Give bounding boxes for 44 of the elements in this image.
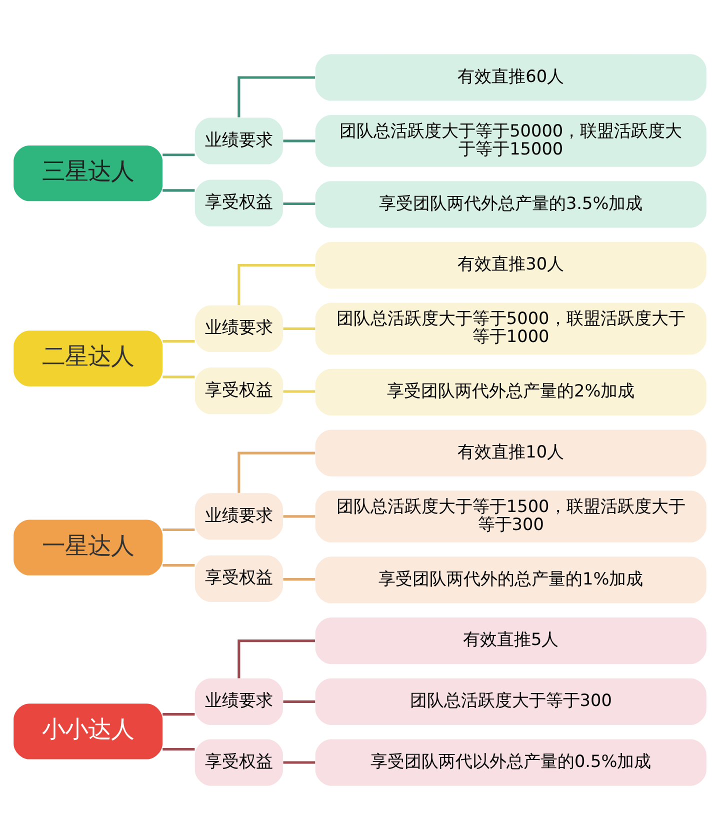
connector — [283, 761, 316, 764]
node-box: 三星达人 — [14, 145, 163, 202]
connector — [238, 640, 316, 678]
node-box: 有效直推10人 — [315, 430, 706, 476]
connector — [283, 515, 316, 518]
connector — [283, 700, 316, 703]
connector — [162, 189, 195, 192]
node-box: 有效直推5人 — [315, 617, 706, 664]
node-box: 团队总活跃度大于等于50000，联盟活跃度大于等于15000 — [315, 115, 706, 167]
connector — [162, 712, 195, 716]
connector — [283, 140, 316, 142]
connector — [283, 327, 316, 330]
connector — [238, 452, 316, 493]
connector — [283, 578, 316, 581]
node-box: 享受权益 — [194, 739, 283, 786]
node-box: 有效直推60人 — [315, 54, 706, 101]
node-box: 享受权益 — [194, 555, 283, 602]
node-box: 享受权益 — [194, 180, 283, 226]
node-box: 业绩要求 — [194, 678, 283, 725]
node-box: 有效直推30人 — [315, 242, 706, 289]
connector — [162, 154, 195, 156]
connector — [162, 564, 195, 567]
connector — [162, 748, 195, 751]
connector — [162, 376, 195, 378]
connector — [283, 202, 316, 206]
node-box: 享受团队两代外总产量的3.5%加成 — [315, 181, 706, 228]
node-box: 业绩要求 — [194, 305, 283, 352]
node-box: 团队总活跃度大于等于1500，联盟活跃度大于等于300 — [315, 490, 706, 542]
node-box: 小小达人 — [14, 704, 163, 760]
node-box: 一星达人 — [14, 520, 163, 576]
node-box: 团队总活跃度大于等于300 — [315, 678, 706, 725]
node-box: 团队总活跃度大于等于5000，联盟活跃度大于等于1000 — [315, 302, 706, 355]
node-box: 享受团队两代外总产量的2%加成 — [315, 368, 706, 416]
connector — [283, 390, 316, 393]
node-box: 业绩要求 — [194, 493, 283, 540]
node-box: 享受团队两代以外总产量的0.5%加成 — [315, 739, 706, 786]
node-box: 享受权益 — [194, 368, 283, 414]
connector — [238, 76, 316, 118]
node-box: 享受团队两代外的总产量的1%加成 — [315, 556, 706, 604]
connector — [162, 340, 195, 343]
node-box: 二星达人 — [14, 330, 163, 386]
connector — [238, 264, 316, 306]
node-box: 业绩要求 — [194, 118, 283, 164]
connector — [162, 528, 195, 532]
